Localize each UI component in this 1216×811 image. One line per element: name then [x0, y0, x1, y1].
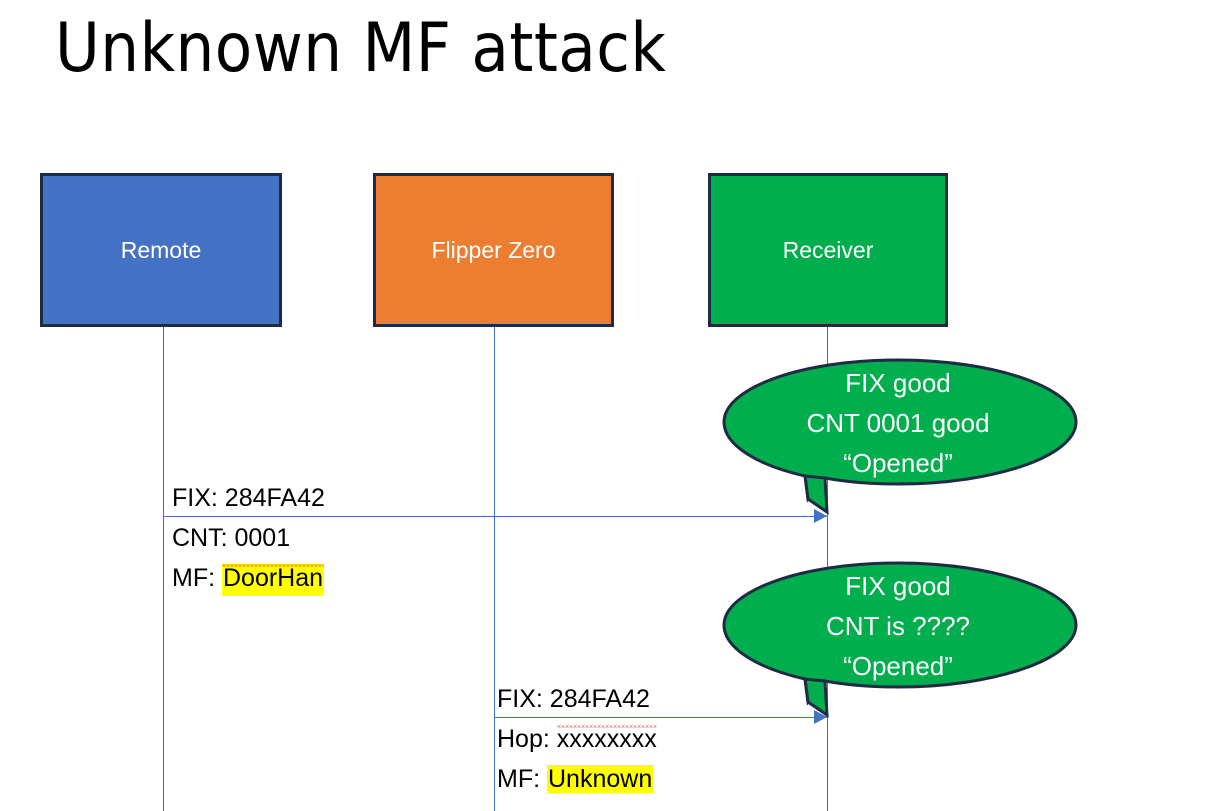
- message-line-prefix: CNT:: [172, 524, 235, 552]
- message-line-value: xxxxxxxx: [556, 725, 657, 757]
- lifeline-remote: [163, 327, 164, 811]
- actor-box-remote[interactable]: Remote: [40, 173, 282, 327]
- message-line-prefix: MF:: [497, 765, 547, 793]
- message-line: MF: DoorHan: [172, 558, 325, 598]
- message-line-value: 284FA42: [224, 484, 325, 512]
- message-line-value: 284FA42: [549, 685, 650, 713]
- message-label-1: FIX: 284FA42 CNT: 0001 MF: DoorHan: [172, 478, 325, 598]
- message-line: Hop: xxxxxxxx: [497, 719, 657, 759]
- message-line-prefix: MF:: [172, 564, 222, 592]
- actor-box-flipper-zero[interactable]: Flipper Zero: [373, 173, 614, 327]
- actor-label-remote: Remote: [120, 236, 202, 263]
- message-arrow-line-2: [494, 717, 828, 718]
- speech-bubble-1[interactable]: FIX good CNT 0001 good “Opened”: [722, 358, 1078, 515]
- speech-bubble-2[interactable]: FIX good CNT is ???? “Opened”: [722, 561, 1078, 718]
- message-line-value: 0001: [234, 524, 291, 552]
- message-line: CNT: 0001: [172, 518, 325, 558]
- actor-box-receiver[interactable]: Receiver: [708, 173, 948, 327]
- message-line: FIX: 284FA42: [172, 478, 325, 518]
- message-line-value-highlighted: DoorHan: [222, 564, 324, 596]
- actor-label-receiver: Receiver: [782, 236, 874, 263]
- lifeline-flipper-zero: [494, 327, 495, 811]
- message-line: FIX: 284FA42: [497, 679, 657, 719]
- message-label-2: FIX: 284FA42 Hop: xxxxxxxx MF: Unknown: [497, 679, 657, 799]
- message-arrow-head-icon-1: [814, 509, 827, 523]
- message-line-value-highlighted: Unknown: [547, 765, 654, 793]
- page-title: Unknown MF attack: [55, 9, 667, 88]
- speech-bubble-shape-2: [722, 561, 1078, 718]
- message-line-prefix: FIX:: [172, 484, 225, 512]
- actor-label-flipper-zero: Flipper Zero: [431, 236, 556, 263]
- speech-bubble-shape-1: [722, 358, 1078, 515]
- message-line: MF: Unknown: [497, 759, 657, 799]
- message-arrow-line-1: [163, 516, 828, 517]
- message-line-prefix: Hop:: [497, 725, 557, 753]
- message-line-prefix: FIX:: [497, 685, 550, 713]
